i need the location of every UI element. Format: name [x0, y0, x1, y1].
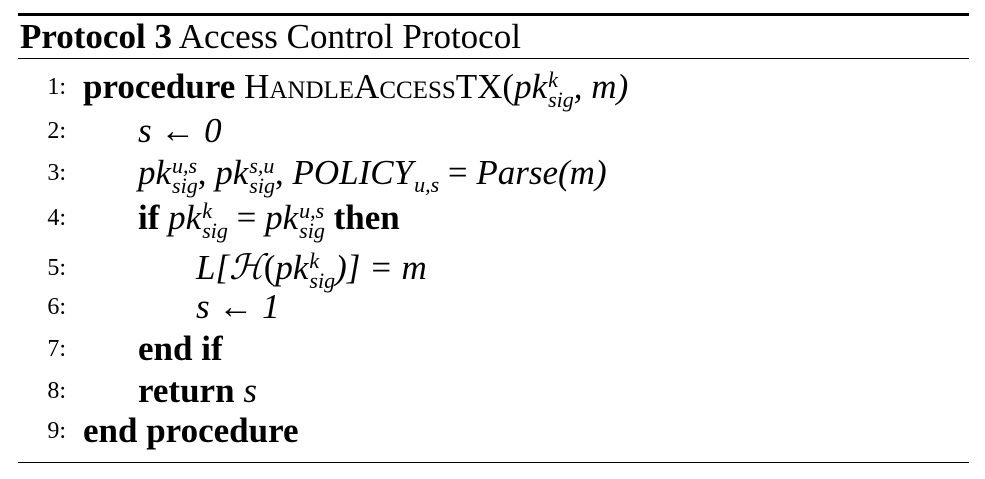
superscript: u,s: [299, 197, 325, 223]
superscript: k: [309, 247, 320, 273]
keyword-end-if: end if: [138, 329, 223, 368]
var-pk: pk: [168, 198, 202, 237]
superscript: k: [202, 197, 212, 223]
line-number: 9:: [47, 418, 66, 444]
var-pk: pk: [215, 153, 249, 192]
args-rest: , m): [573, 67, 629, 106]
var-pk: pk: [514, 67, 548, 106]
subscript: sig: [249, 172, 275, 198]
line-number: 7:: [47, 336, 66, 362]
line-number: 2:: [47, 118, 66, 144]
var-policy: POLICY: [292, 153, 414, 192]
algorithm-caption: Protocol 3 Access Control Protocol: [20, 16, 521, 58]
line-number: 6:: [47, 294, 66, 320]
subscript: sig: [202, 217, 228, 243]
var-pk: pk: [265, 198, 299, 237]
paren-open: (: [263, 248, 276, 287]
var-pk: pk: [138, 153, 172, 192]
line-code: return s: [138, 371, 257, 411]
paren-open: (: [502, 67, 515, 106]
return-var: s: [243, 371, 257, 410]
line-number: 8:: [47, 378, 66, 404]
var-pk: pk: [275, 248, 309, 287]
list-prefix: L[: [196, 248, 230, 287]
line-number: 1:: [47, 74, 66, 100]
line-number: 4:: [47, 205, 66, 231]
subscript: sig: [299, 217, 325, 243]
superscript: s,u: [249, 152, 275, 178]
subscript: u,s: [414, 172, 440, 197]
top-rule: [18, 13, 969, 16]
superscript: u,s: [172, 152, 198, 178]
keyword-return: return: [138, 371, 235, 410]
separator: ,: [274, 153, 293, 192]
line-code: s ← 0: [138, 111, 222, 150]
bottom-rule: [18, 462, 969, 463]
line-number: 5:: [47, 255, 66, 281]
superscript: k: [548, 66, 558, 92]
keyword-end-procedure: end procedure: [83, 411, 299, 450]
keyword-if: if: [138, 198, 160, 237]
keyword-then: then: [333, 198, 400, 237]
equals: =: [439, 153, 477, 192]
assignment-rest: )] = m: [335, 248, 427, 287]
hash-function: ℋ: [229, 248, 264, 288]
line-number: 3:: [47, 160, 66, 186]
caption-title: Access Control Protocol: [171, 17, 521, 56]
subscript: sig: [309, 267, 336, 293]
procedure-name: HandleAccessTX: [244, 67, 503, 106]
parse-call: Parse(m): [476, 153, 607, 192]
caption-rule: [18, 58, 969, 59]
subscript: sig: [548, 86, 574, 112]
equals: =: [227, 198, 266, 237]
line-code: s ← 1: [196, 287, 280, 326]
separator: ,: [197, 153, 216, 192]
keyword-procedure: procedure: [83, 67, 236, 106]
caption-label: Protocol 3: [20, 17, 172, 56]
subscript: sig: [172, 172, 198, 198]
